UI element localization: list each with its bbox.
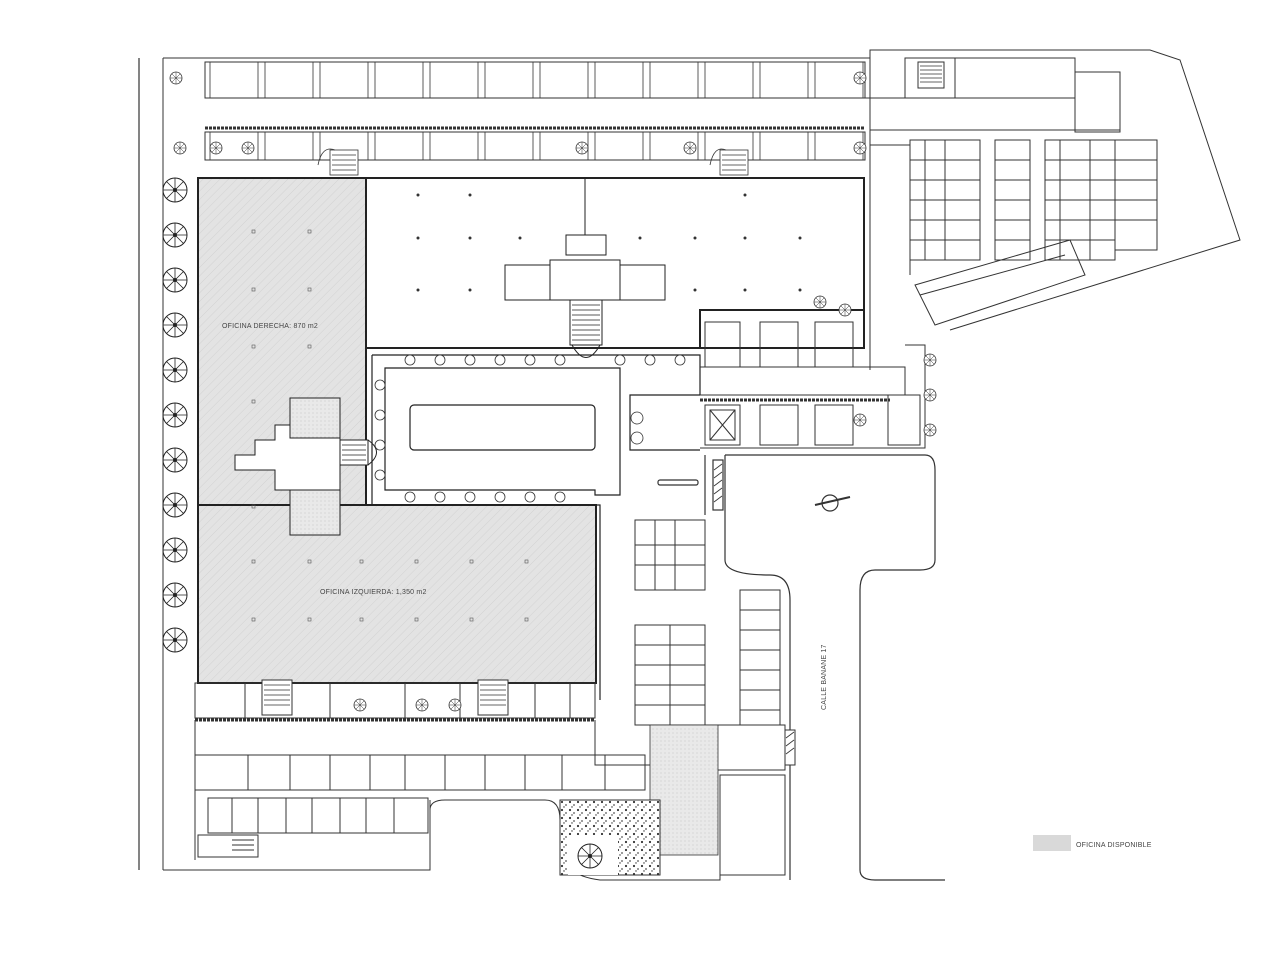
tree-row-left bbox=[162, 177, 188, 653]
street-label: CALLE BANANE 17 bbox=[821, 644, 828, 710]
legend-label: OFICINA DISPONIBLE bbox=[1076, 842, 1152, 849]
office-left-label: OFICINA IZQUIERDA: 1,350 m2 bbox=[320, 589, 427, 596]
office-right-label: OFICINA DERECHA: 870 m2 bbox=[222, 323, 318, 330]
top-parking bbox=[204, 61, 905, 161]
legend-swatch bbox=[1033, 835, 1071, 851]
